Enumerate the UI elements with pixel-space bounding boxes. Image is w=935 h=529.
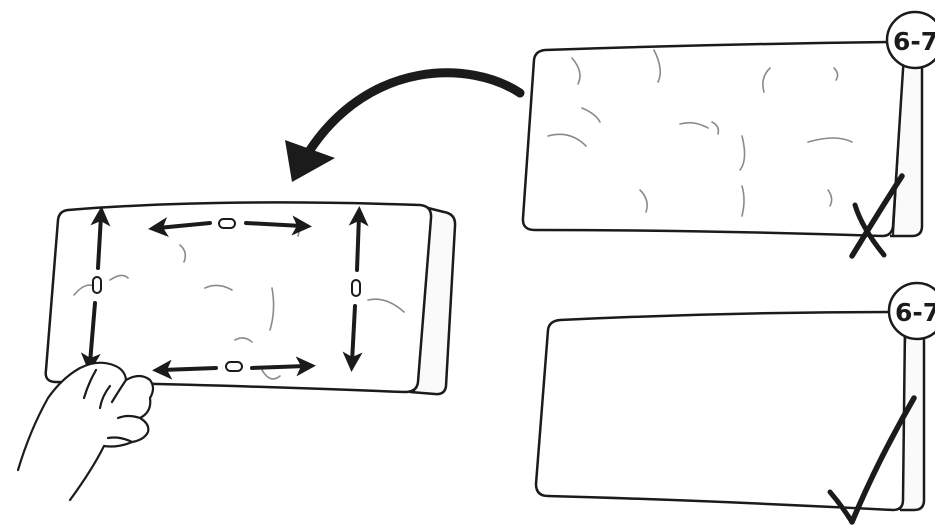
smooth-panel-correct: 6-7 [534, 281, 935, 525]
svg-text:6-7: 6-7 [895, 298, 935, 327]
check-mark-icon [827, 395, 917, 525]
wrinkled-panel-wrong: 6-7 [521, 10, 935, 259]
stretch-arrows [80, 206, 369, 380]
curved-arrow-icon [285, 68, 525, 182]
arrow-icon [90, 206, 111, 270]
arrow-icon [80, 301, 101, 373]
fastener-slots [92, 218, 361, 372]
arrow-icon [148, 217, 212, 237]
svg-text:6-7: 6-7 [893, 27, 935, 56]
arrow-icon [250, 356, 316, 377]
arrow-icon [348, 206, 369, 272]
fastener-slot-icon [351, 279, 361, 297]
stretch-panel [44, 201, 457, 396]
fastener-slot-icon [218, 218, 236, 229]
panel-face [521, 40, 906, 238]
arrow-icon [244, 215, 312, 236]
x-mark-icon [849, 173, 905, 259]
wrinkles [547, 49, 853, 217]
arrow-icon [342, 304, 363, 372]
fastener-slot-icon [92, 276, 102, 294]
part-number-badge: 6-7 [885, 10, 935, 70]
hand-icon [16, 361, 155, 502]
panel-face [534, 310, 907, 512]
part-number-badge: 6-7 [887, 281, 935, 341]
fastener-slot-icon [225, 361, 243, 372]
panel-face [44, 201, 433, 394]
arrow-icon [152, 359, 218, 380]
